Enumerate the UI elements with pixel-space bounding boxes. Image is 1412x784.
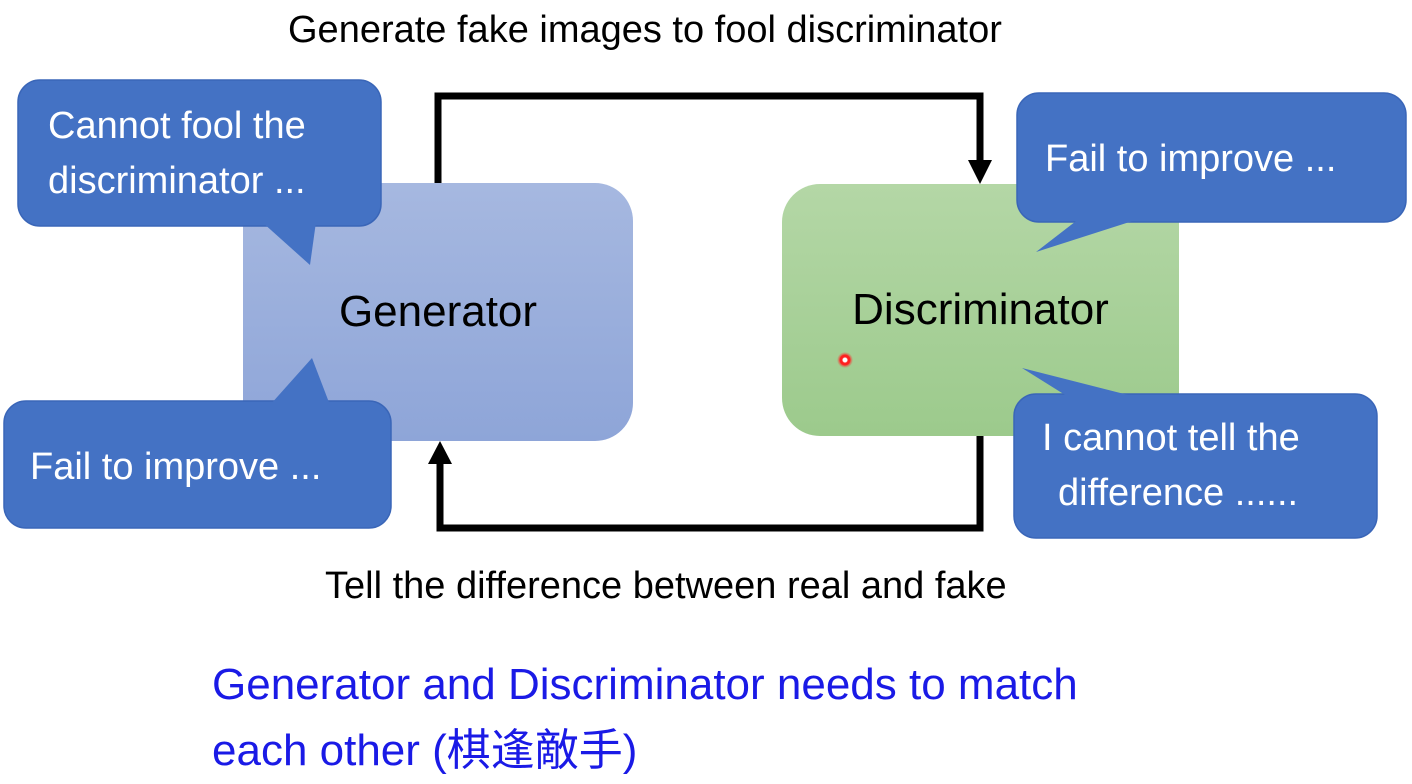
bubble-generator-bottom-text: Fail to improve ... xyxy=(30,446,322,488)
bubble-generator-top-line1: Cannot fool the xyxy=(48,105,306,147)
bubble-generator-top xyxy=(17,79,382,265)
bottom-flow-arrow xyxy=(436,436,984,532)
bottom-arrowhead xyxy=(428,441,452,464)
laser-pointer-icon xyxy=(837,352,853,368)
bubble-generator-top-text: Cannot fool the discriminator ... xyxy=(48,99,306,209)
bubble-generator-bottom xyxy=(3,358,392,529)
bubble-discriminator-bottom-line2: difference ...... xyxy=(1058,472,1299,515)
bubble-discriminator-bottom-text: I cannot tell the difference ...... xyxy=(1042,411,1300,521)
headline-line2: each other (棋逢敵手) xyxy=(212,726,638,775)
discriminator-label: Discriminator xyxy=(852,285,1109,334)
headline-line1: Generator and Discriminator needs to mat… xyxy=(212,660,1078,709)
bubble-generator-top-line2: discriminator ... xyxy=(48,160,306,203)
top-caption: Generate fake images to fool discriminat… xyxy=(288,9,1002,51)
bubble-discriminator-top-text: Fail to improve ... xyxy=(1045,138,1337,180)
bubble-discriminator-top xyxy=(1016,92,1407,252)
generator-label: Generator xyxy=(338,287,538,336)
headline: Generator and Discriminator needs to mat… xyxy=(212,652,1078,784)
bubble-discriminator-bottom-line1: I cannot tell the xyxy=(1042,417,1300,459)
top-arrowhead xyxy=(968,160,992,184)
bubble-discriminator-bottom xyxy=(1013,368,1378,539)
bottom-caption: Tell the difference between real and fak… xyxy=(325,565,1007,607)
top-flow-arrow xyxy=(434,92,984,183)
